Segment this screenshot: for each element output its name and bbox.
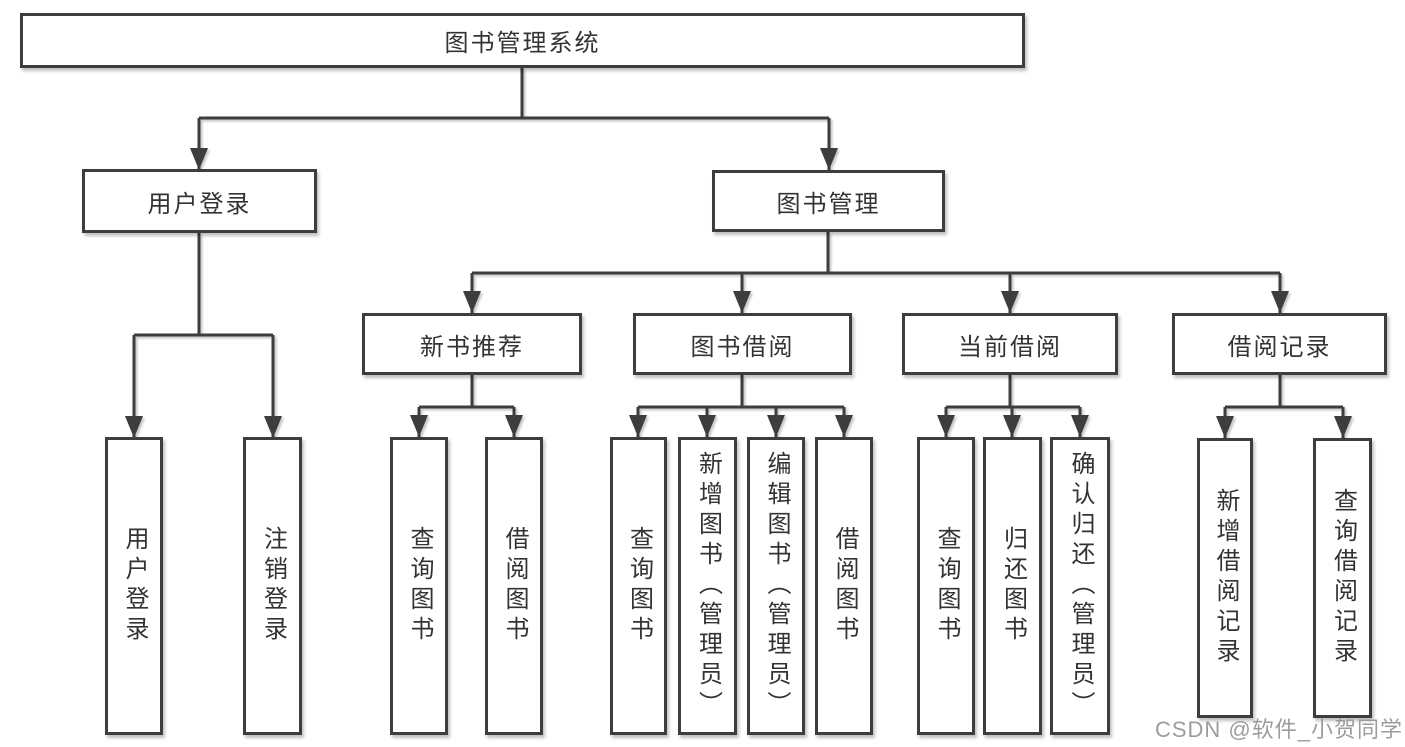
- leaf-edit-books-admin: 编辑图书（管理员）: [747, 437, 805, 735]
- leaf-confirm-return-admin-label: 确认归还（管理员）: [1067, 451, 1094, 721]
- node-user-login-label: 用户登录: [147, 190, 252, 218]
- leaf-logout: 注销登录: [243, 437, 302, 735]
- leaf-edit-books-admin-label: 编辑图书（管理员）: [763, 451, 790, 721]
- leaf-user-login: 用户登录: [105, 437, 163, 735]
- node-book-borrowing-label: 图书借阅: [690, 333, 795, 361]
- node-book-management: 图书管理: [712, 170, 945, 232]
- leaf-query-books-current: 查询图书: [917, 437, 975, 735]
- leaf-query-books-recommend-label: 查询图书: [406, 526, 433, 646]
- arrowhead-icons: [125, 148, 1352, 438]
- watermark: CSDN @软件_小贺同学: [1154, 717, 1403, 742]
- leaf-query-borrow-record-label: 查询借阅记录: [1329, 488, 1357, 668]
- tree-branch-lines: [132, 68, 1345, 438]
- leaf-confirm-return-admin: 确认归还（管理员）: [1050, 437, 1110, 735]
- leaf-add-borrow-record-label: 新增借阅记录: [1212, 488, 1239, 668]
- leaf-query-books-borrow: 查询图书: [610, 437, 667, 735]
- leaf-borrow-books-recommend: 借阅图书: [485, 437, 543, 735]
- leaf-add-books-admin: 新增图书（管理员）: [678, 437, 737, 735]
- leaf-add-books-admin-label: 新增图书（管理员）: [694, 451, 722, 721]
- node-user-login: 用户登录: [82, 169, 317, 233]
- node-borrowing-records-label: 借阅记录: [1227, 333, 1332, 361]
- node-borrowing-records: 借阅记录: [1172, 313, 1387, 375]
- leaf-borrow-books: 借阅图书: [815, 437, 873, 735]
- node-current-borrowing: 当前借阅: [902, 313, 1118, 375]
- leaf-query-books-borrow-label: 查询图书: [625, 526, 653, 646]
- leaf-borrow-books-label: 借阅图书: [831, 526, 858, 646]
- node-library-system: 图书管理系统: [20, 13, 1025, 68]
- node-book-management-label: 图书管理: [776, 190, 881, 218]
- node-book-borrowing: 图书借阅: [633, 313, 852, 375]
- leaf-add-borrow-record: 新增借阅记录: [1197, 438, 1253, 718]
- leaf-return-books-label: 归还图书: [999, 526, 1027, 646]
- leaf-query-books-recommend: 查询图书: [390, 437, 448, 735]
- node-new-book-recommend-label: 新书推荐: [420, 333, 524, 361]
- leaf-query-borrow-record: 查询借阅记录: [1313, 438, 1372, 718]
- leaf-borrow-books-recommend-label: 借阅图书: [501, 526, 528, 646]
- node-new-book-recommend: 新书推荐: [362, 313, 582, 375]
- leaf-logout-label: 注销登录: [259, 526, 287, 646]
- leaf-query-books-current-label: 查询图书: [933, 526, 960, 646]
- leaf-user-login-label: 用户登录: [121, 526, 148, 646]
- leaf-return-books: 归还图书: [983, 437, 1042, 735]
- node-current-borrowing-label: 当前借阅: [958, 333, 1062, 361]
- node-library-system-label: 图书管理系统: [444, 30, 601, 57]
